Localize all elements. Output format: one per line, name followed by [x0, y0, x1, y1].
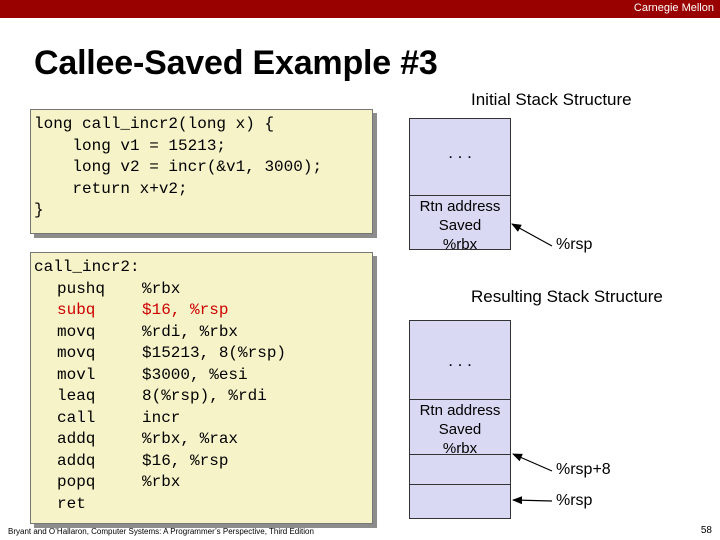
asm-args: incr	[142, 408, 181, 427]
initial-rsp-arrow	[511, 223, 553, 247]
asm-op: ret	[57, 494, 86, 513]
asm-code-box: call_incr2: pushq %rbx subq $16, %rsp movq…	[30, 252, 373, 524]
slide-title: Callee-Saved Example #3	[34, 44, 438, 82]
c-code-line: long v2 = incr(&v1, 3000);	[34, 158, 323, 176]
asm-op: movl	[57, 365, 96, 384]
asm-args: %rbx	[142, 279, 181, 298]
stack-reg-text: %rbx	[442, 440, 478, 453]
stack-cell-dots: . . .	[448, 351, 472, 370]
stack-cell-dots: . . .	[448, 143, 472, 162]
asm-op: movq	[57, 344, 96, 362]
asm-op: addq	[57, 451, 96, 470]
result-rsp-label: %rsp	[556, 492, 593, 509]
asm-args: %rbx	[142, 473, 181, 491]
asm-args: $16, %rsp	[142, 301, 229, 319]
asm-op: movq	[57, 322, 96, 341]
asm-op: popq	[57, 473, 96, 491]
stack-cell-saved: Rtn address Saved %rbx	[410, 197, 510, 249]
result-stack-title: Resulting Stack Structure	[471, 287, 663, 306]
asm-label: call_incr2:	[34, 258, 140, 276]
asm-op: leaq	[57, 387, 96, 405]
asm-args: $3000, %esi	[142, 365, 248, 384]
initial-stack-diagram: . . . Rtn address Saved %rbx	[409, 118, 511, 250]
stack-rtn-text: Rtn address	[419, 198, 501, 215]
result-stack-diagram: . . . Rtn address Saved %rbx	[409, 320, 511, 519]
asm-args: %rbx, %rax	[142, 430, 239, 448]
brand-text: Carnegie Mellon	[633, 2, 714, 14]
page-number: 58	[700, 525, 712, 536]
stack-divider	[410, 454, 510, 455]
asm-op: addq	[57, 430, 96, 448]
stack-divider	[410, 195, 510, 196]
footer-citation: Bryant and O’Hallaron, Computer Systems:…	[8, 527, 314, 536]
c-code-box: long call_incr2(long x) { long v1 = 1521…	[30, 109, 373, 234]
asm-args: $15213, 8(%rsp)	[142, 344, 287, 362]
stack-divider	[410, 484, 510, 485]
c-code-lines: long call_incr2(long x) { long v1 = 1521…	[31, 110, 372, 222]
result-rsp-arrow	[512, 496, 553, 505]
c-code-line: long call_incr2(long x) {	[34, 115, 275, 133]
stack-reg-text: %rbx	[442, 236, 478, 249]
asm-args: 8(%rsp), %rdi	[142, 387, 267, 405]
asm-args: %rdi, %rbx	[142, 322, 239, 341]
stack-cell-saved: Rtn address Saved %rbx	[410, 401, 510, 453]
c-code-line: long v1 = 15213;	[34, 136, 227, 155]
initial-rsp-label: %rsp	[556, 236, 593, 253]
initial-stack-title: Initial Stack Structure	[471, 90, 632, 109]
stack-divider	[410, 399, 510, 400]
c-code-line: return x+v2;	[34, 179, 188, 198]
result-rsp8-arrow	[512, 453, 553, 472]
stack-saved-text: Saved	[438, 421, 482, 438]
stack-saved-text: Saved	[438, 217, 482, 234]
asm-op: subq	[57, 301, 96, 319]
asm-op: pushq	[57, 279, 106, 298]
asm-op: call	[57, 408, 96, 427]
top-banner: Carnegie Mellon	[0, 0, 720, 18]
result-rsp8-label: %rsp+8	[556, 461, 611, 478]
asm-args: $16, %rsp	[142, 451, 229, 470]
stack-rtn-text: Rtn address	[419, 402, 501, 419]
c-code-line: }	[34, 201, 44, 219]
